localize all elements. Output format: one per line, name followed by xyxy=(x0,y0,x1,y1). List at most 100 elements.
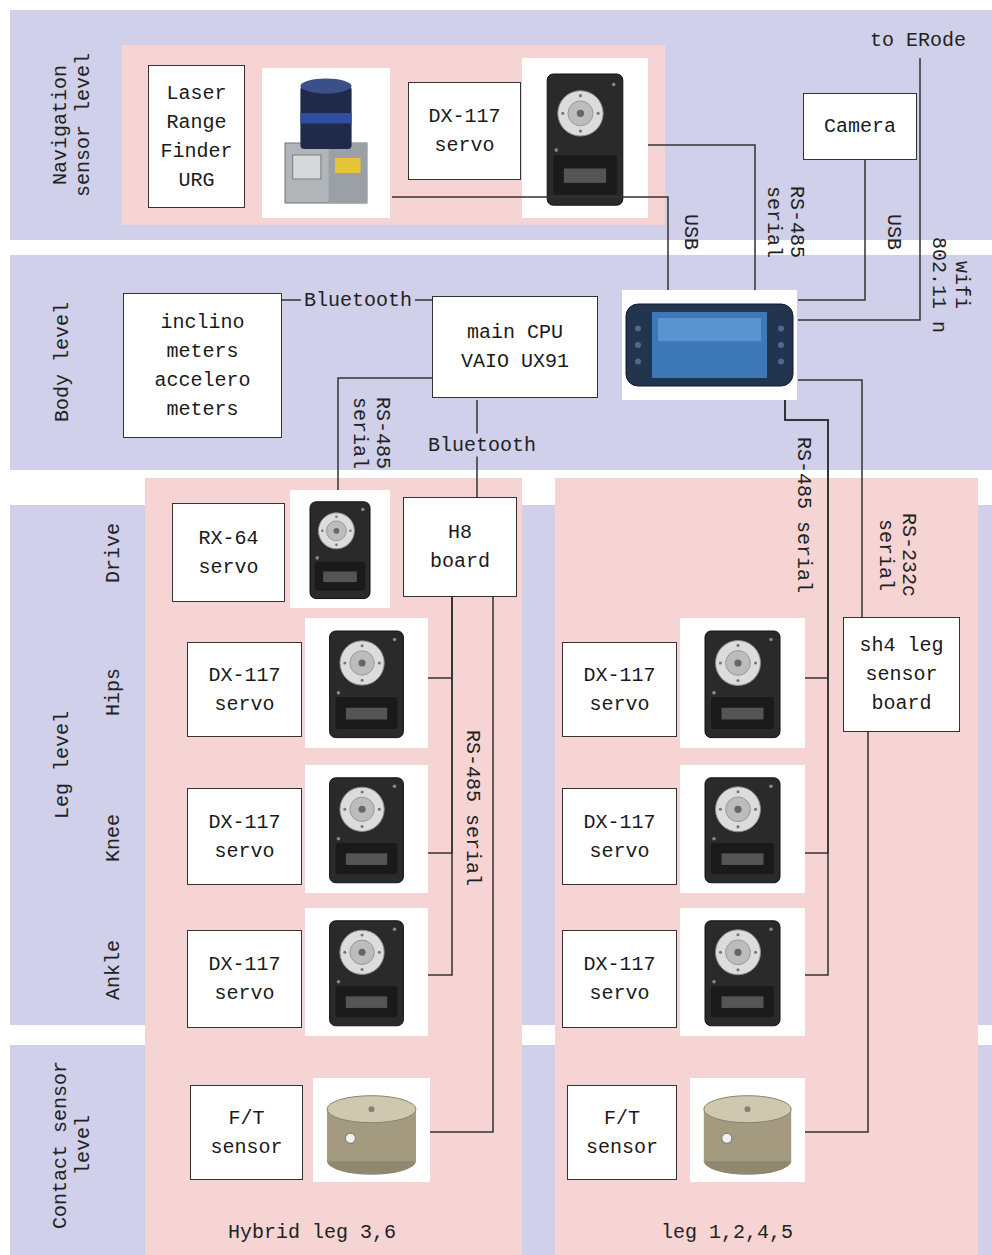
servo-sticker xyxy=(722,708,764,720)
servo-sticker xyxy=(722,996,764,1008)
servo-screw xyxy=(612,83,616,87)
vaio-button xyxy=(778,326,784,332)
vaio-button xyxy=(778,359,784,365)
wire-label-holder: RS-232c serial xyxy=(874,510,920,600)
band-label-holder: Body level xyxy=(51,302,74,422)
device-label-box: DX-117 servo xyxy=(187,642,302,737)
photo-background xyxy=(305,765,428,893)
servo-screw xyxy=(769,638,773,642)
servo-horn-inner xyxy=(327,521,347,541)
level-band: Navigation sensor levelLaser Range Finde… xyxy=(10,10,992,240)
servo-hub xyxy=(577,110,584,117)
device-label-box: sh4 leg sensor board xyxy=(843,617,960,732)
servo-horn-hole xyxy=(321,530,324,533)
device-unit: sh4 leg sensor board xyxy=(843,617,960,732)
sensor-group-panel xyxy=(122,45,665,225)
device-label-box: Camera xyxy=(803,93,917,160)
note-label-holder: Drive xyxy=(102,523,125,583)
device-photo xyxy=(680,908,805,1036)
servo-screw xyxy=(393,638,397,642)
device-label-box: DX-117 servo xyxy=(408,82,521,180)
servo-hub xyxy=(734,659,741,666)
device-label-box: DX-117 servo xyxy=(187,930,302,1028)
device-photo xyxy=(305,908,428,1036)
device-unit: main CPU VAIO UX91 xyxy=(432,290,798,400)
device-label: DX-117 servo xyxy=(573,808,666,866)
device-label: DX-117 servo xyxy=(198,661,291,719)
servo-bracket xyxy=(315,562,365,591)
device-label-box: DX-117 servo xyxy=(562,930,677,1028)
device-unit: DX-117 servo xyxy=(187,618,428,748)
servo-horn-hole xyxy=(343,661,346,664)
servo-screw xyxy=(769,784,773,788)
servo-horn-hole xyxy=(719,951,722,954)
group-label-holder: leg 1,2,4,5 xyxy=(661,1221,793,1244)
photo-background xyxy=(680,908,805,1036)
servo-screw xyxy=(361,508,365,512)
note-label: Ankle xyxy=(102,940,125,1000)
note-label-holder: Hips xyxy=(102,668,125,716)
servo-body xyxy=(705,631,780,738)
servo-screw xyxy=(554,148,558,152)
servo-horn-hole xyxy=(378,661,381,664)
vaio-button xyxy=(635,342,641,348)
vaio-button xyxy=(778,342,784,348)
servo-horn-hole xyxy=(736,644,739,647)
photo-background xyxy=(305,908,428,1036)
ft-sensor-center xyxy=(369,1106,375,1112)
device-label-box: F/T sensor xyxy=(567,1085,677,1180)
servo-screw xyxy=(393,927,397,931)
device-photo xyxy=(313,1078,430,1182)
device-unit: DX-117 servo xyxy=(187,765,428,893)
servo-horn-hole xyxy=(754,661,757,664)
wire-label-holder: RS-485 serial xyxy=(762,182,808,262)
vaio-screen-glow xyxy=(658,318,761,341)
device-photo xyxy=(522,58,648,218)
wire-label-holder: Bluetooth xyxy=(301,289,415,312)
vaio-screen xyxy=(652,312,767,378)
device-label-box: H8 board xyxy=(403,497,517,597)
servo-horn-inner xyxy=(726,797,751,822)
device-photo xyxy=(305,618,428,748)
servo-horn xyxy=(318,513,354,549)
servo-horn-hole xyxy=(754,951,757,954)
servo-screw xyxy=(393,784,397,788)
band-label-holder: Leg level xyxy=(51,711,74,819)
device-unit: DX-117 servo xyxy=(562,765,805,893)
servo-horn-hole xyxy=(349,530,352,533)
wire-label: RS-485 serial xyxy=(348,397,394,469)
device-label-box: main CPU VAIO UX91 xyxy=(432,296,598,398)
servo-horn-hole xyxy=(361,933,364,936)
device-photo xyxy=(305,765,428,893)
connector xyxy=(805,732,868,1132)
servo-hub xyxy=(734,806,741,813)
device-unit: H8 board xyxy=(403,497,517,597)
laser-housing-side xyxy=(329,143,367,203)
note-label: RS-485 serial xyxy=(792,437,815,593)
note-label: Hips xyxy=(102,668,125,716)
wire-label-holder: Bluetooth xyxy=(425,434,539,457)
ft-sensor-top xyxy=(327,1096,416,1123)
servo-horn-hole xyxy=(736,933,739,936)
servo-horn-hole xyxy=(579,129,582,132)
leg-group-fill xyxy=(555,478,978,1255)
servo-bracket xyxy=(711,697,774,729)
servo-horn xyxy=(716,930,761,975)
wire-label-holder: USB xyxy=(882,214,905,250)
servo-body xyxy=(310,502,370,599)
servo-horn-hole xyxy=(719,661,722,664)
servo-screw xyxy=(712,837,716,841)
servo-sticker xyxy=(346,853,387,865)
connector xyxy=(798,160,865,300)
band-label: Navigation sensor level xyxy=(49,53,95,197)
wire-label: USB xyxy=(882,214,905,250)
servo-screw xyxy=(337,980,341,984)
laser-head xyxy=(300,86,351,149)
servo-horn-hole xyxy=(754,808,757,811)
wire-label-holder: RS-485 serial xyxy=(348,393,394,473)
servo-horn-hole xyxy=(343,951,346,954)
servo-horn-inner xyxy=(350,651,374,675)
device-label: sh4 leg sensor board xyxy=(854,631,949,718)
note-label: Drive xyxy=(102,523,125,583)
